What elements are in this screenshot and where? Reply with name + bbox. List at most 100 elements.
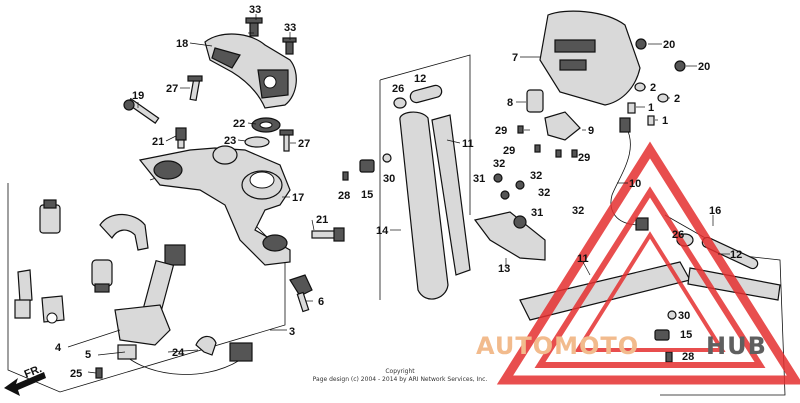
callout-29-c: 29 xyxy=(578,152,590,164)
callout-18: 18 xyxy=(176,38,188,50)
instrument-cover-part xyxy=(539,10,641,106)
callout-31-a: 31 xyxy=(473,173,485,185)
callout-5: 5 xyxy=(85,349,91,361)
callout-6: 6 xyxy=(318,296,324,308)
bulb-1b xyxy=(647,115,655,126)
callout-3: 3 xyxy=(289,326,295,338)
watermark-triangle-outer xyxy=(496,141,800,385)
callout-30-upper: 30 xyxy=(383,173,395,185)
handlebar-part xyxy=(519,233,781,321)
bolt-21-lower xyxy=(311,227,345,242)
watermark-text-dark: HUB xyxy=(706,332,767,360)
grommet-2a xyxy=(634,82,646,92)
callout-20-upper: 20 xyxy=(663,39,675,51)
callout-1-upper: 1 xyxy=(648,102,654,114)
callout-labels: 33 33 18 27 19 22 23 27 21 20 20 7 2 2 1… xyxy=(23,4,743,381)
callout-8: 8 xyxy=(507,97,513,109)
bolt-28b xyxy=(665,351,673,363)
copyright-text: Page design (c) 2004 - 2014 by ARI Netwo… xyxy=(313,376,488,383)
callout-24: 24 xyxy=(172,347,185,359)
switch-cover-part xyxy=(99,213,149,251)
callout-11-center: 11 xyxy=(462,138,474,150)
callout-31-b: 31 xyxy=(531,207,543,219)
damper-15a xyxy=(359,159,375,173)
callout-9: 9 xyxy=(588,125,594,137)
clip-24-part xyxy=(195,335,217,356)
callout-21-lower: 21 xyxy=(316,214,328,226)
wire-10 xyxy=(610,117,649,231)
callout-28-upper: 28 xyxy=(338,190,350,202)
washer-23 xyxy=(244,136,270,148)
screws-29 xyxy=(517,125,578,158)
callout-27-top: 27 xyxy=(166,83,178,95)
callout-21-upper: 21 xyxy=(152,136,164,148)
grommet-20b xyxy=(674,60,686,72)
callout-22: 22 xyxy=(233,118,245,130)
grommet-2b xyxy=(657,93,669,103)
grommet-20a xyxy=(635,38,647,50)
leader-lines xyxy=(67,14,730,374)
callout-12-lower: 12 xyxy=(730,249,742,261)
key-part xyxy=(289,274,313,313)
center-panel-frame xyxy=(379,54,471,300)
bolt-21-upper xyxy=(175,127,187,149)
callout-28-lower: 28 xyxy=(682,351,694,363)
fork-tube-part xyxy=(399,111,471,300)
callout-26-upper: 26 xyxy=(392,83,404,95)
callout-7: 7 xyxy=(512,52,518,64)
watermark-triangle-core xyxy=(574,231,726,352)
callout-29-b: 29 xyxy=(503,145,515,157)
bolt-19 xyxy=(123,97,160,124)
top-bridge-part xyxy=(138,145,291,266)
key-cylinder-part xyxy=(91,259,113,293)
bracket-8 xyxy=(526,89,544,113)
callout-32-a: 32 xyxy=(493,158,505,170)
fork-cap-12 xyxy=(409,84,443,104)
callout-32-b: 32 xyxy=(530,170,542,182)
callout-11-lower: 11 xyxy=(577,253,589,265)
callout-4: 4 xyxy=(55,342,62,354)
bolt-33-right xyxy=(282,37,297,55)
watermark-logo: AUTOMOTO HUB xyxy=(476,141,800,385)
callout-33-right: 33 xyxy=(284,22,296,34)
bolt-33-left xyxy=(245,17,263,37)
damper-15b xyxy=(654,329,670,341)
callout-30-lower: 30 xyxy=(678,310,690,322)
callout-33-left: 33 xyxy=(249,4,261,16)
screw-25-part xyxy=(95,367,103,379)
callout-13: 13 xyxy=(498,263,510,275)
callout-12-upper: 12 xyxy=(414,73,426,85)
copyright-title: Copyright xyxy=(385,368,415,375)
callout-29-a: 29 xyxy=(495,125,507,137)
callout-16: 16 xyxy=(709,205,721,217)
lock-body-part xyxy=(114,244,186,346)
wire-harness-part xyxy=(117,342,253,375)
bolt-27-top xyxy=(187,75,203,102)
callout-26-lower: 26 xyxy=(672,229,684,241)
callout-10: 10 xyxy=(629,178,641,190)
callout-19: 19 xyxy=(132,90,144,102)
ring-30b xyxy=(667,310,677,320)
fork-seal-26 xyxy=(393,97,407,109)
callout-32-d: 32 xyxy=(572,205,584,217)
callout-2-lower: 2 xyxy=(674,93,680,105)
callout-27-right: 27 xyxy=(298,138,310,150)
bracket-left-part xyxy=(14,269,65,324)
nut-22 xyxy=(251,117,281,133)
front-direction-arrow xyxy=(4,372,46,396)
bracket-9 xyxy=(544,111,581,141)
callout-15-upper: 15 xyxy=(361,189,373,201)
bracket-13 xyxy=(473,173,546,261)
top-cover-part xyxy=(204,33,297,109)
callout-25: 25 xyxy=(70,368,82,380)
watermark-triangle-inner xyxy=(534,186,766,368)
small-bolt-28a xyxy=(342,171,349,181)
callout-2-upper: 2 xyxy=(650,82,656,94)
callout-32-c: 32 xyxy=(538,187,550,199)
callout-15-lower: 15 xyxy=(680,329,692,341)
callout-1-lower: 1 xyxy=(662,115,668,127)
ignition-switch-part xyxy=(39,199,61,234)
bulb-1a xyxy=(627,102,636,114)
